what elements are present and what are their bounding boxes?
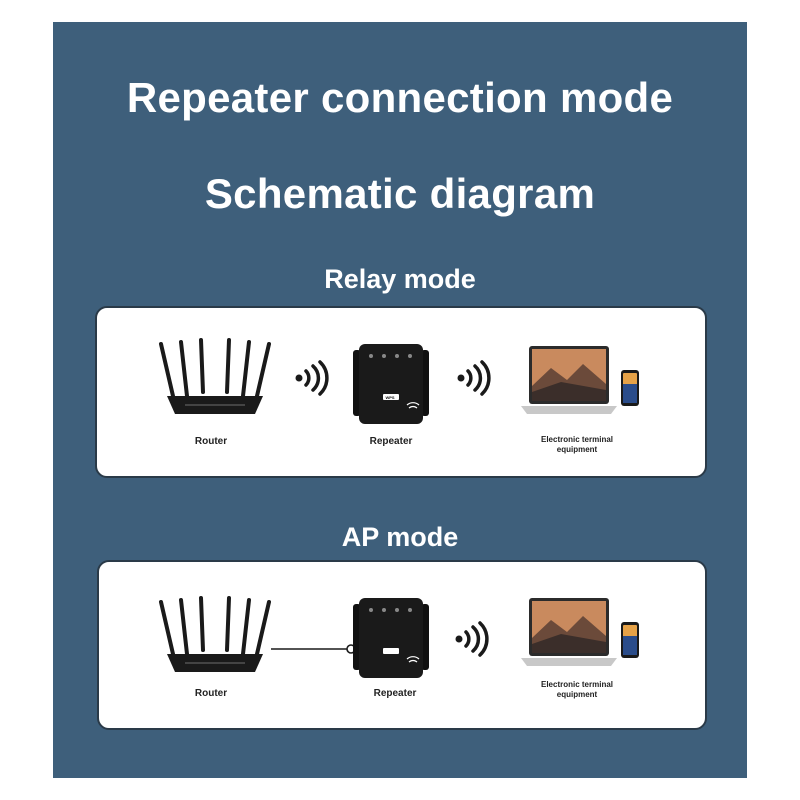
router-label: Router [194,436,228,447]
page-title: Repeater connection mode [126,74,674,121]
wifi-signal-icon [457,360,491,396]
repeater-device-icon [353,598,429,678]
laptop-icon [521,346,617,414]
ethernet-cable [271,644,356,654]
page-subtitle: Schematic diagram [204,170,596,217]
diagram-panel: Repeater connection mode Schematic diagr… [53,22,747,778]
terminal-label-line2: equipment [556,690,598,699]
relay-mode-card: Router WPS Repeater [95,306,707,478]
router-icon [159,596,271,672]
ap-mode-card: Router Repeater [97,560,707,730]
terminal-label: Electronic terminal equipment [527,680,627,700]
wifi-signal-icon [455,621,489,657]
laptop-icon [521,598,617,666]
repeater-label: Repeater [373,688,417,699]
terminal-label-line1: Electronic terminal [540,435,614,444]
terminal-label-line2: equipment [556,445,598,454]
smartphone-icon [621,622,639,658]
repeater-label: Repeater [369,436,413,447]
wifi-signal-icon [295,360,329,396]
router-label: Router [194,688,228,699]
wps-button-label: WPS [385,395,395,400]
relay-mode-heading: Relay mode [324,264,476,294]
repeater-device-icon [353,344,429,424]
terminal-label-line1: Electronic terminal [540,680,614,689]
router-icon [159,338,271,414]
ap-mode-heading: AP mode [341,522,459,552]
smartphone-icon [621,370,639,406]
terminal-label: Electronic terminal equipment [527,435,627,455]
